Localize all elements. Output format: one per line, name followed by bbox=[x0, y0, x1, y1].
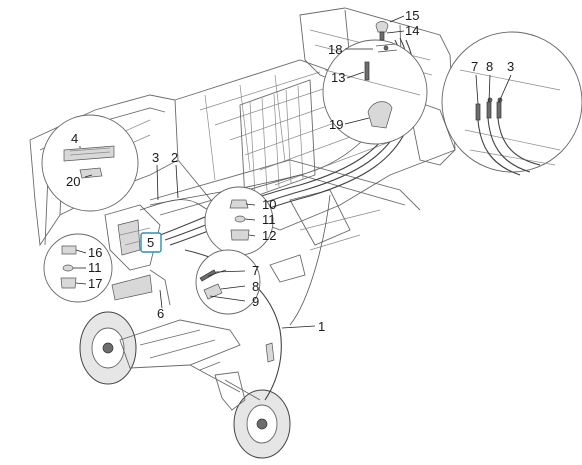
rear-wheel-assembly bbox=[79, 311, 291, 459]
detail-circle-left bbox=[41, 114, 139, 212]
callout-16: 16 bbox=[88, 245, 102, 260]
callout-9: 9 bbox=[252, 294, 259, 309]
callout-11-centre: 11 bbox=[262, 212, 276, 227]
callout-6: 6 bbox=[157, 306, 164, 321]
leader-lines bbox=[73, 15, 512, 329]
callout-7-upper: 7 bbox=[471, 59, 478, 74]
callout-10: 10 bbox=[262, 197, 276, 212]
callout-12: 12 bbox=[262, 228, 276, 243]
callout-1: 1 bbox=[318, 319, 325, 334]
callout-labels: 15 14 18 13 19 7 8 3 4 20 3 2 10 11 12 5… bbox=[66, 8, 514, 334]
callout-15: 15 bbox=[405, 8, 419, 23]
callout-2: 2 bbox=[171, 150, 178, 165]
callout-18: 18 bbox=[328, 42, 342, 57]
callout-5: 5 bbox=[147, 235, 154, 250]
detail-circle-right bbox=[441, 31, 582, 176]
highlight-box bbox=[140, 232, 162, 253]
callout-8-lower: 8 bbox=[252, 279, 259, 294]
callout-20: 20 bbox=[66, 174, 80, 189]
callout-17: 17 bbox=[88, 276, 102, 291]
callout-14: 14 bbox=[405, 23, 419, 38]
callout-7-lower: 7 bbox=[252, 263, 259, 278]
callout-4: 4 bbox=[71, 131, 78, 146]
callout-11-left: 11 bbox=[88, 260, 102, 275]
callout-19: 19 bbox=[329, 117, 343, 132]
callout-3-upper: 3 bbox=[507, 59, 514, 74]
lever-mechanism bbox=[104, 204, 171, 306]
callout-8-upper: 8 bbox=[486, 59, 493, 74]
cab-detail bbox=[375, 21, 398, 53]
detail-circle-upper bbox=[322, 39, 428, 145]
callout-3-middle: 3 bbox=[152, 150, 159, 165]
callout-13: 13 bbox=[331, 70, 345, 85]
detail-circle-lower-centre bbox=[195, 249, 261, 315]
